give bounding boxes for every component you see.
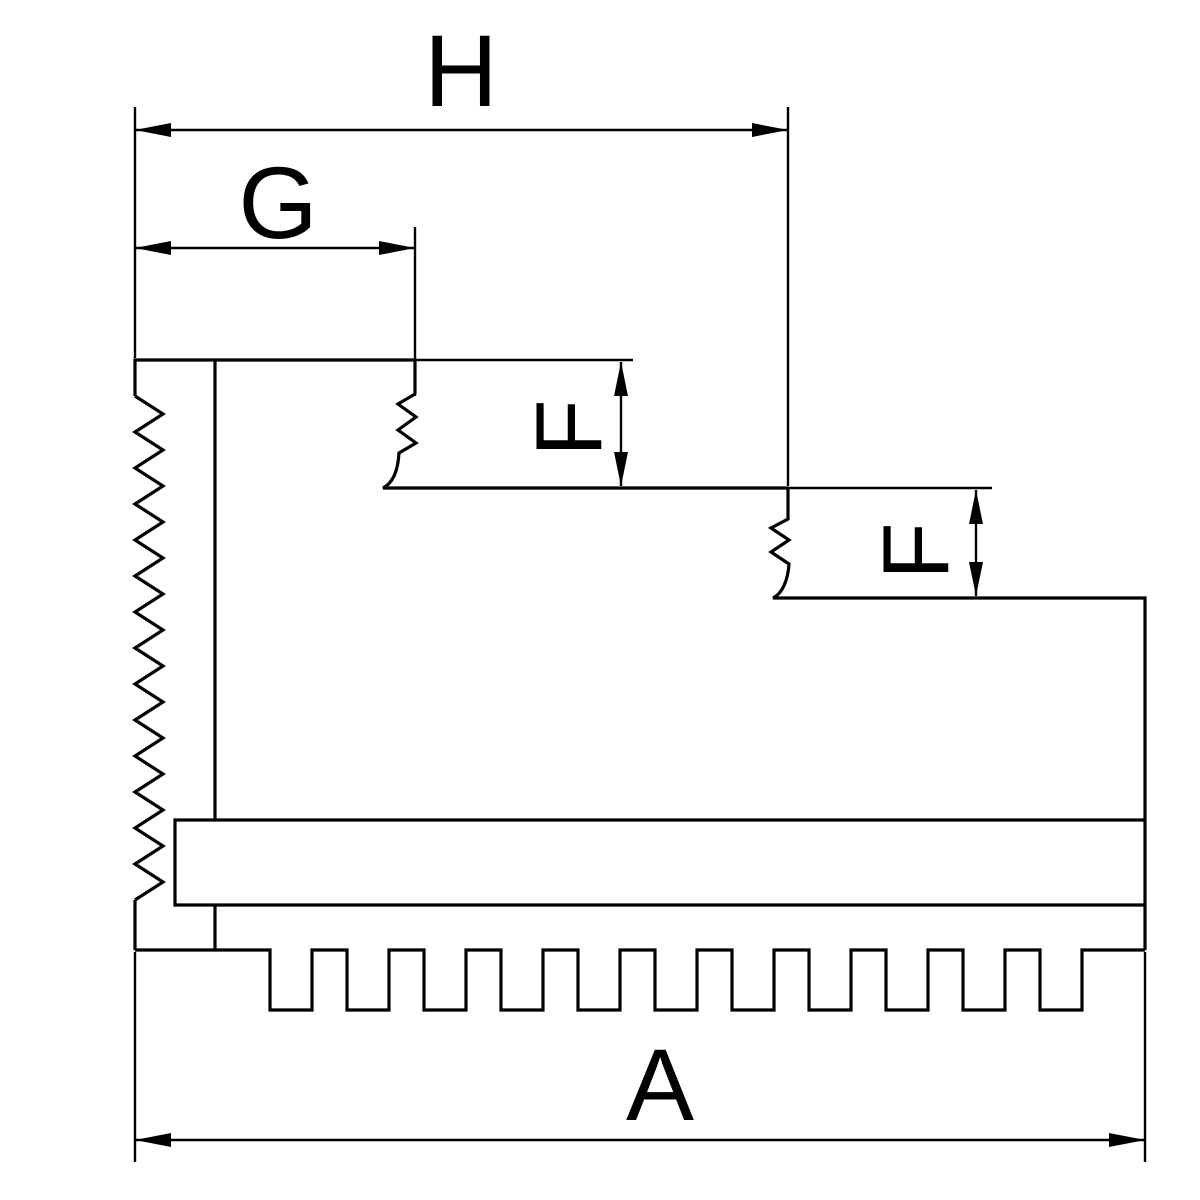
jaw-top-surface: [133, 358, 417, 396]
arrowhead-f1-top: [614, 362, 628, 396]
arrowhead-a-left: [135, 1133, 171, 1147]
dimension-label-H: H: [424, 14, 498, 128]
arrowhead-g-right: [379, 241, 415, 255]
dimension-label-F1: F: [516, 399, 621, 456]
arrowhead-h-right: [752, 123, 788, 137]
arrowhead-g-left: [135, 241, 171, 255]
arrowhead-f2-top: [969, 490, 983, 524]
dimension-label-F2: F: [863, 522, 968, 579]
jaw-serrated-back-face: [132, 394, 166, 902]
arrowhead-f1-bottom: [614, 452, 628, 486]
jaw-step1-serrated-face: [382, 392, 788, 490]
dimension-label-A: A: [626, 1028, 694, 1142]
arrowhead-h-left: [135, 123, 171, 137]
jaw-bottom-teeth: [135, 948, 1145, 1012]
jaw-step2-serrated-face: [767, 488, 1147, 950]
arrowhead-f2-bottom: [969, 562, 983, 596]
arrowhead-a-right: [1109, 1133, 1145, 1147]
jaw-guide-band: [173, 818, 1145, 907]
dimension-label-G: G: [238, 146, 317, 260]
